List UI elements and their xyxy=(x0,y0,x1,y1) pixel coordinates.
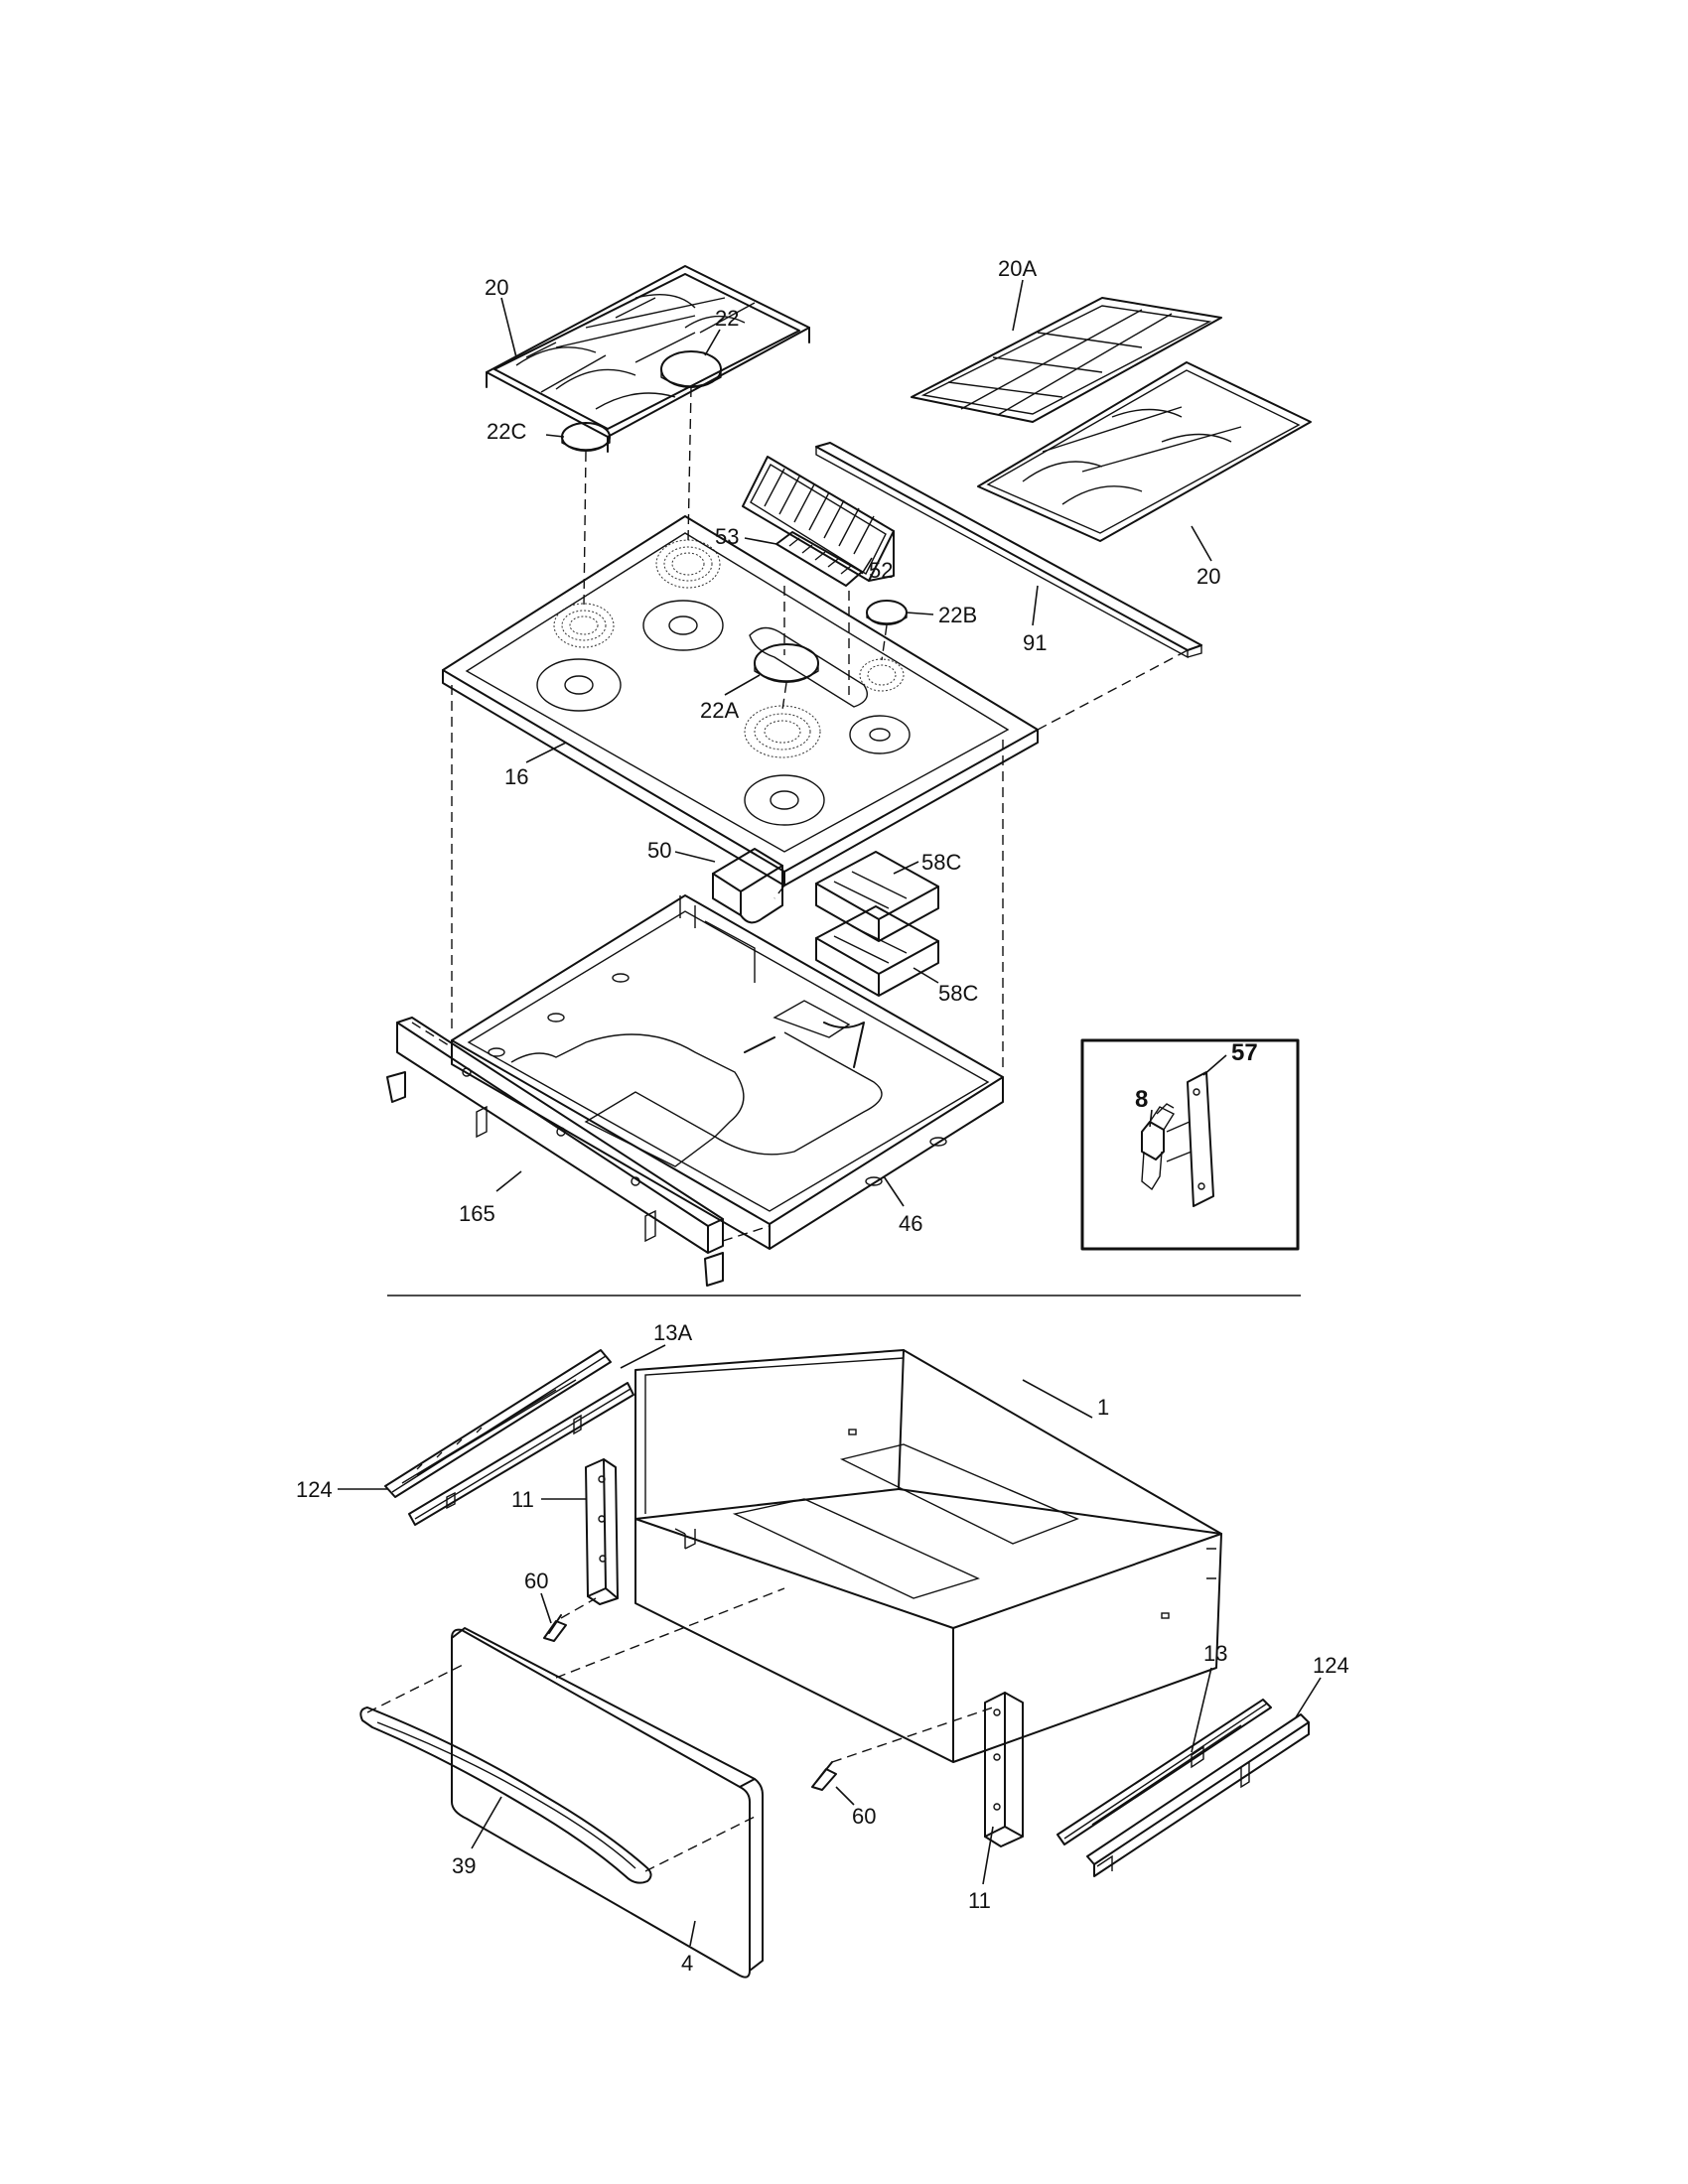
screw-60-left xyxy=(543,1614,567,1642)
callout-22: 22 xyxy=(715,306,739,331)
leader-lines xyxy=(338,279,1322,1947)
bracket-50 xyxy=(712,848,783,924)
manifold-panel-165 xyxy=(386,1017,724,1287)
callout-58c-top: 58C xyxy=(921,850,961,875)
burner-head-22b xyxy=(859,658,905,692)
slide-124-right xyxy=(1086,1713,1310,1877)
grate-right xyxy=(977,361,1312,542)
callout-8: 8 xyxy=(1135,1086,1148,1113)
vent-filter-53 xyxy=(775,531,863,587)
callout-22b: 22B xyxy=(938,603,977,627)
callout-58c-bottom: 58C xyxy=(938,981,978,1006)
callout-60-left: 60 xyxy=(524,1569,548,1593)
callout-20-right: 20 xyxy=(1196,564,1220,589)
drawer-front-4 xyxy=(451,1627,764,1979)
burner-cap-22c xyxy=(561,422,611,452)
callout-39: 39 xyxy=(452,1853,476,1878)
vent-trim-52 xyxy=(742,456,895,582)
callout-1: 1 xyxy=(1097,1395,1109,1420)
callout-22a: 22A xyxy=(700,698,739,723)
bracket-57 xyxy=(1166,1071,1214,1207)
callout-46: 46 xyxy=(899,1211,922,1236)
callout-16: 16 xyxy=(504,764,528,789)
burner-cap-22b xyxy=(866,600,908,625)
callout-11-left: 11 xyxy=(511,1487,534,1512)
callout-20-left: 20 xyxy=(485,275,508,300)
slide-124-left xyxy=(408,1382,634,1526)
callout-11-right: 11 xyxy=(968,1888,991,1913)
ignitor-module-8 xyxy=(1141,1103,1176,1191)
bracket-11-left xyxy=(585,1458,619,1605)
grate-left xyxy=(486,265,810,453)
main-top-46 xyxy=(451,894,1004,1250)
callout-53: 53 xyxy=(715,524,739,549)
projection-lines-top xyxy=(411,386,1189,1242)
pad-58c-bottom xyxy=(815,905,939,997)
burner-head-22c xyxy=(553,603,615,648)
callout-4: 4 xyxy=(681,1951,693,1976)
callout-57: 57 xyxy=(1231,1039,1258,1066)
callout-124-left: 124 xyxy=(296,1477,333,1502)
callout-13: 13 xyxy=(1203,1641,1227,1666)
drawer-body-1 xyxy=(634,1349,1222,1763)
callout-91: 91 xyxy=(1023,630,1047,655)
callout-124-right: 124 xyxy=(1313,1653,1349,1678)
burner-cap-22 xyxy=(660,350,722,388)
slide-13-right xyxy=(1056,1699,1272,1845)
cooktop-16 xyxy=(442,515,1039,887)
inset-box xyxy=(1080,1038,1300,1251)
bracket-11-right xyxy=(984,1692,1024,1847)
slide-13a-left xyxy=(384,1349,612,1498)
pad-58c-top xyxy=(815,851,939,942)
burner-cap-22a xyxy=(754,643,819,683)
callout-165: 165 xyxy=(459,1201,495,1226)
burner-head-22 xyxy=(655,539,721,589)
callout-22c: 22C xyxy=(487,419,526,444)
callout-13a: 13A xyxy=(653,1320,692,1345)
handle-39 xyxy=(359,1706,652,1884)
burner-head-22a xyxy=(744,705,821,758)
callout-20a: 20A xyxy=(998,256,1037,281)
projection-lines-bottom xyxy=(366,1587,994,1872)
callout-50: 50 xyxy=(647,838,671,863)
rear-trim-91 xyxy=(815,442,1202,659)
callout-60-right: 60 xyxy=(852,1804,876,1829)
screw-60-right xyxy=(811,1761,837,1791)
grate-20a xyxy=(911,297,1222,423)
callout-52: 52 xyxy=(869,558,893,583)
